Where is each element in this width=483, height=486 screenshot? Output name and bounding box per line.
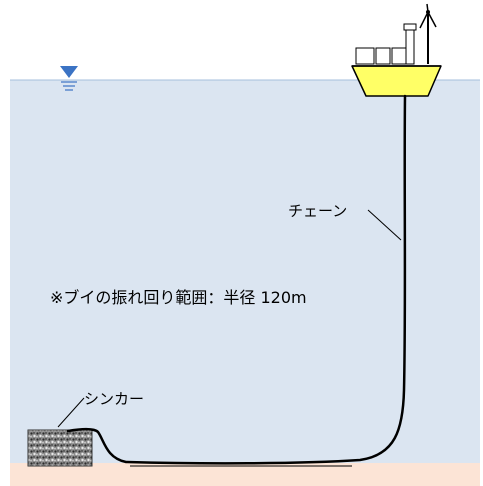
swing-radius-note: ※ブイの振れ回り範囲：半径 120m xyxy=(50,288,307,307)
chain-label: チェーン xyxy=(288,202,348,220)
mooring-chain xyxy=(66,94,407,465)
sinker-leader-line xyxy=(57,397,85,428)
seabed xyxy=(10,463,480,486)
buoy-icon xyxy=(351,23,442,97)
water-body xyxy=(10,80,480,463)
chain-leader-line xyxy=(367,209,402,241)
wind-turbine-icon xyxy=(419,3,437,64)
sinker-block-icon xyxy=(27,429,93,467)
sinker-label: シンカー xyxy=(84,390,145,408)
water-level-icon xyxy=(60,66,78,91)
